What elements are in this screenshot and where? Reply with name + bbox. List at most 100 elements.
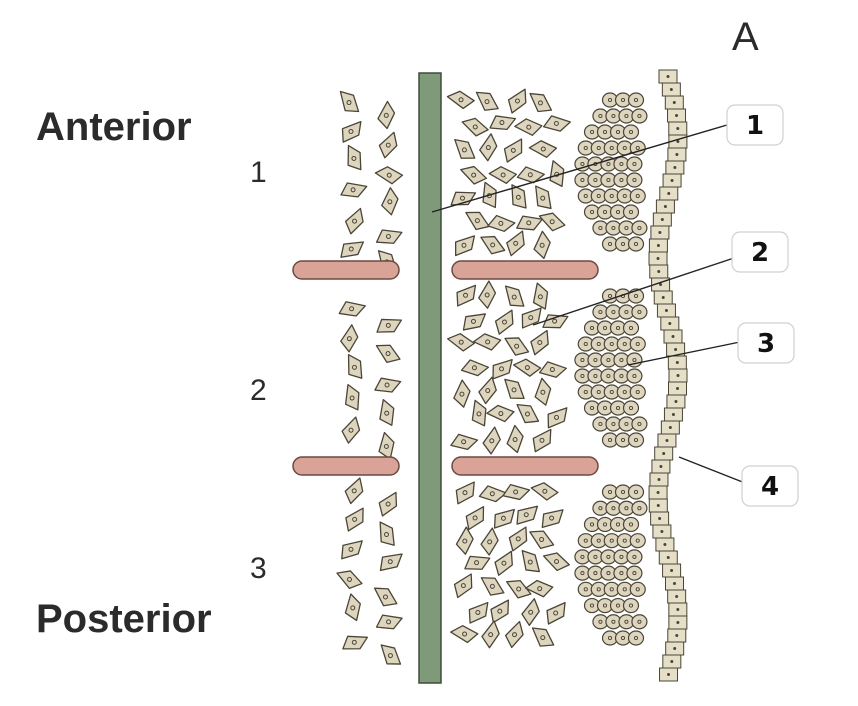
mesenchyme-cell xyxy=(374,166,404,185)
cluster-cell-nucleus xyxy=(598,225,603,231)
epithelial-nucleus xyxy=(670,569,674,572)
notochord xyxy=(418,72,442,684)
epithelial-nucleus xyxy=(668,322,672,325)
callout-box-1 xyxy=(726,104,784,146)
cluster-cell xyxy=(631,614,648,630)
mesenchyme-cell xyxy=(378,431,395,460)
cluster-cell-nucleus xyxy=(635,587,640,592)
epithelial-nucleus xyxy=(662,452,666,455)
mesenchyme-cell xyxy=(478,280,497,309)
cluster-3 xyxy=(574,484,648,646)
mesenchyme-cell xyxy=(516,166,545,184)
mesenchyme-cell xyxy=(454,139,476,159)
cluster-cell-nucleus xyxy=(609,145,614,151)
cluster-cell-nucleus xyxy=(615,209,621,215)
segment-number-2: 2 xyxy=(250,374,267,407)
epithelial-nucleus xyxy=(673,647,677,650)
cluster-cell-nucleus xyxy=(637,309,642,315)
cluster-cell-nucleus xyxy=(607,437,613,443)
mesenchyme-cell xyxy=(532,428,552,453)
cluster-cell-nucleus xyxy=(589,405,595,411)
epithelial-nucleus xyxy=(674,400,678,403)
cluster-cell-nucleus xyxy=(583,538,588,543)
cluster-cell xyxy=(622,320,640,336)
mesenchyme-cell xyxy=(506,579,532,599)
epithelial-nucleus xyxy=(671,335,675,338)
epithelial-nucleus xyxy=(667,673,671,676)
mesenchyme-cell xyxy=(488,166,517,184)
epithelial-nucleus xyxy=(659,283,663,286)
mesenchyme-cell xyxy=(547,407,568,429)
cluster-cell-nucleus xyxy=(632,554,637,559)
mesenchyme-cell xyxy=(504,337,530,356)
mesenchyme-cell xyxy=(507,88,527,114)
callout-number-2: 2 xyxy=(751,238,769,268)
cluster-cell-nucleus xyxy=(598,309,603,315)
cluster-cell-nucleus xyxy=(635,538,640,543)
cluster-cell-nucleus xyxy=(606,161,611,167)
callout-2: 2 xyxy=(731,231,789,273)
mesenchyme-cell xyxy=(529,92,553,113)
cluster-cell-nucleus xyxy=(589,325,595,331)
callout-box-4 xyxy=(741,465,799,507)
epithelial-nucleus xyxy=(656,244,660,247)
mesenchyme-cell xyxy=(455,235,476,257)
mesenchyme-cell xyxy=(516,505,539,525)
sclerotome-clusters xyxy=(574,92,648,646)
cluster-cell-nucleus xyxy=(596,538,601,543)
mesenchyme-cell xyxy=(533,230,551,259)
epithelial-nucleus xyxy=(661,296,665,299)
cluster-cell-nucleus xyxy=(620,97,626,103)
mesenchyme-cell xyxy=(344,383,360,411)
mesenchyme-cell xyxy=(455,481,475,505)
mesenchyme-cell xyxy=(347,353,363,379)
cluster-cell-nucleus xyxy=(611,506,616,511)
cluster-cell-nucleus xyxy=(602,405,608,411)
epithelial-nucleus xyxy=(668,426,672,429)
mesenchyme-cell xyxy=(494,309,514,335)
cluster-cell-nucleus xyxy=(635,145,640,151)
epithelial-nucleus xyxy=(675,595,679,598)
cluster-cell-nucleus xyxy=(628,522,634,527)
epithelial-nucleus xyxy=(674,348,678,351)
mesenchyme-left xyxy=(336,90,404,665)
mesenchyme-cell xyxy=(506,230,525,257)
cluster-cell xyxy=(631,108,648,124)
mesenchyme-cell xyxy=(342,635,369,650)
mesenchyme-cell xyxy=(479,133,498,162)
epithelial-nucleus xyxy=(676,374,680,377)
cluster-cell-nucleus xyxy=(620,635,626,641)
cluster-cell-nucleus xyxy=(615,129,621,135)
epithelial-nucleus xyxy=(658,231,662,234)
cluster-cell-nucleus xyxy=(593,177,598,183)
cluster-cell-nucleus xyxy=(596,341,601,347)
cluster-cell-nucleus xyxy=(589,209,595,215)
cluster-cell-nucleus xyxy=(593,571,598,576)
cluster-cell-nucleus xyxy=(583,145,588,151)
cluster-cell-nucleus xyxy=(624,619,629,624)
mesenchyme-cell xyxy=(465,506,485,531)
cluster-cell xyxy=(622,516,640,533)
mesenchyme-cell xyxy=(465,211,490,231)
mesenchyme-cell xyxy=(480,527,499,556)
cluster-cell xyxy=(627,432,645,448)
mesenchyme-cell xyxy=(455,526,474,555)
mesenchyme-cell xyxy=(373,587,398,607)
cluster-cell-nucleus xyxy=(635,389,640,395)
mesenchyme-cell xyxy=(341,120,362,143)
epithelial-nucleus xyxy=(663,543,667,546)
cluster-cell xyxy=(631,220,648,236)
epithelial-nucleus xyxy=(676,608,680,611)
cluster-cell-nucleus xyxy=(622,587,627,592)
mesenchyme-cell xyxy=(506,424,524,454)
cluster-cell-nucleus xyxy=(615,522,621,527)
mesenchyme-cell xyxy=(376,318,402,333)
cluster-cell-nucleus xyxy=(611,619,616,624)
cluster-cell-nucleus xyxy=(633,489,639,495)
cluster-cell-nucleus xyxy=(624,309,629,315)
vessel-left-1 xyxy=(292,260,400,280)
mesenchyme-cell xyxy=(538,212,566,232)
cluster-cell-nucleus xyxy=(620,489,626,495)
cluster-cell-nucleus xyxy=(637,225,642,231)
mesenchyme-cell xyxy=(532,282,549,310)
